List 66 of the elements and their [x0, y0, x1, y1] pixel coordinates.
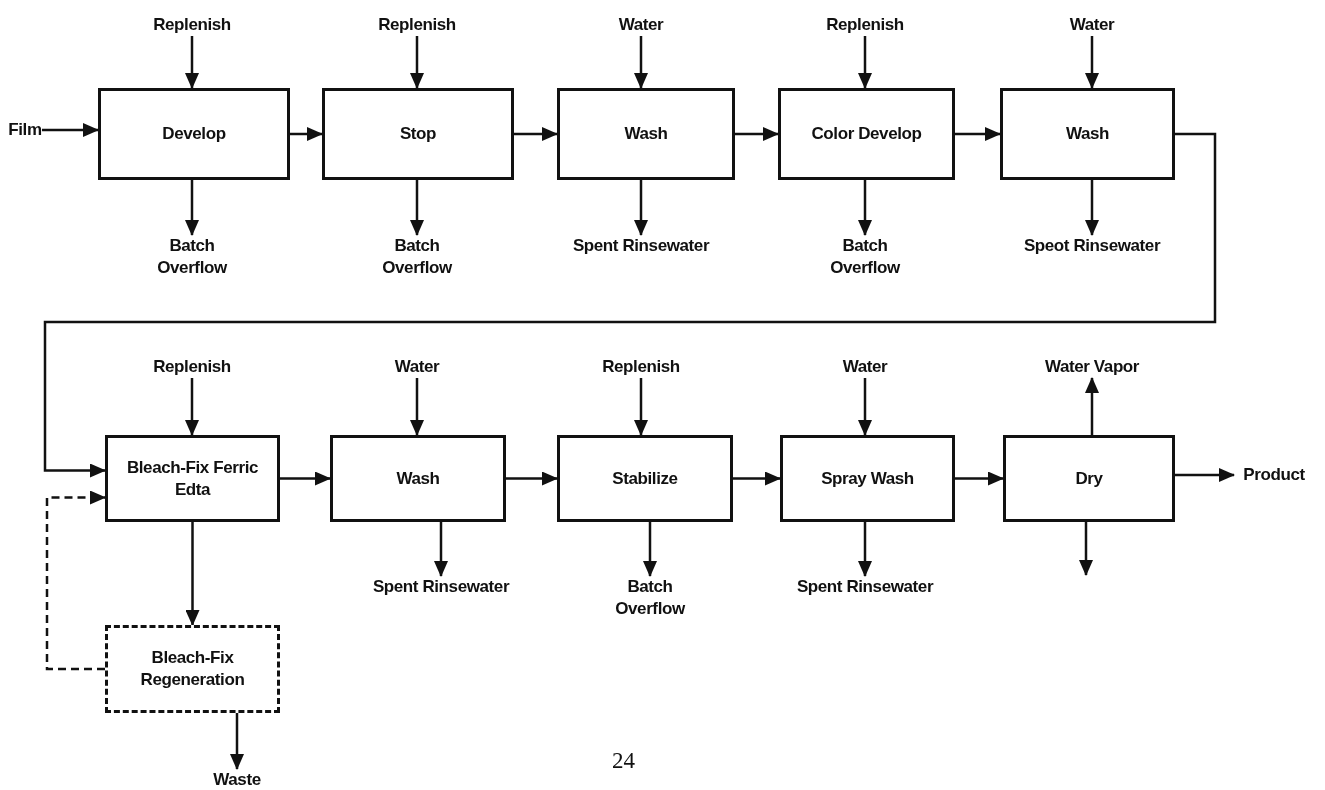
arrow [410, 36, 424, 89]
arrow [185, 522, 200, 626]
stream-label: Speot Rinsewater [1007, 235, 1177, 257]
process-box: Wash [1000, 88, 1175, 180]
stream-label: Batch Overflow [367, 235, 467, 279]
arrow [1079, 522, 1093, 576]
stream-label: Spent Rinsewater [780, 576, 950, 598]
process-box: Stop [322, 88, 514, 180]
arrow [858, 180, 872, 236]
arrow [1085, 180, 1099, 236]
stream-label: Water [382, 356, 452, 378]
stream-label: Spent Rinsewater [556, 235, 726, 257]
arrow [858, 36, 872, 89]
arrow [280, 471, 331, 486]
page-number: 24 [612, 748, 635, 774]
arrow [290, 127, 323, 141]
arrow [410, 180, 424, 236]
process-box: Spray Wash [780, 435, 955, 522]
arrow [634, 36, 648, 89]
process-box: Wash [330, 435, 506, 522]
stream-label: Water [1057, 14, 1127, 36]
arrow [434, 522, 448, 577]
arrow [858, 378, 872, 436]
arrow [643, 522, 657, 577]
process-box: Develop [98, 88, 290, 180]
arrow [43, 132, 1217, 478]
arrow [410, 378, 424, 436]
arrow [955, 127, 1001, 141]
stream-label: Replenish [362, 14, 472, 36]
process-box: Wash [557, 88, 735, 180]
arrow [230, 713, 244, 770]
stream-label: Water [606, 14, 676, 36]
arrow [858, 522, 872, 577]
dashed-process-box: Bleach-Fix Regeneration [105, 625, 280, 713]
arrow [42, 123, 99, 137]
stream-label: Waste [207, 769, 267, 790]
arrow [733, 471, 781, 486]
arrow [955, 471, 1004, 486]
stream-label: Replenish [810, 14, 920, 36]
arrow [1175, 468, 1235, 482]
arrow [634, 378, 648, 436]
dashed-arrow [45, 490, 106, 671]
stream-label: Water Vapor [1027, 356, 1157, 378]
process-box: Dry [1003, 435, 1175, 522]
arrow [1085, 377, 1099, 435]
arrow [185, 36, 199, 89]
arrow [185, 180, 199, 236]
arrow [185, 378, 199, 436]
stream-label: Replenish [137, 356, 247, 378]
stream-label: Spent Rinsewater [356, 576, 526, 598]
stream-label: Batch Overflow [600, 576, 700, 620]
stream-label: Product [1234, 464, 1314, 486]
stream-label: Water [830, 356, 900, 378]
stream-label: Replenish [137, 14, 247, 36]
process-box: Bleach-Fix Ferric Edta [105, 435, 280, 522]
stream-label: Batch Overflow [142, 235, 242, 279]
arrow [514, 127, 558, 141]
stream-label: Film [8, 119, 42, 141]
arrow [634, 180, 648, 236]
arrow [1085, 36, 1099, 89]
stream-label: Replenish [586, 356, 696, 378]
stream-label: Batch Overflow [815, 235, 915, 279]
process-box: Stabilize [557, 435, 733, 522]
arrow [735, 127, 779, 141]
process-box: Color Develop [778, 88, 955, 180]
arrow [506, 471, 558, 486]
